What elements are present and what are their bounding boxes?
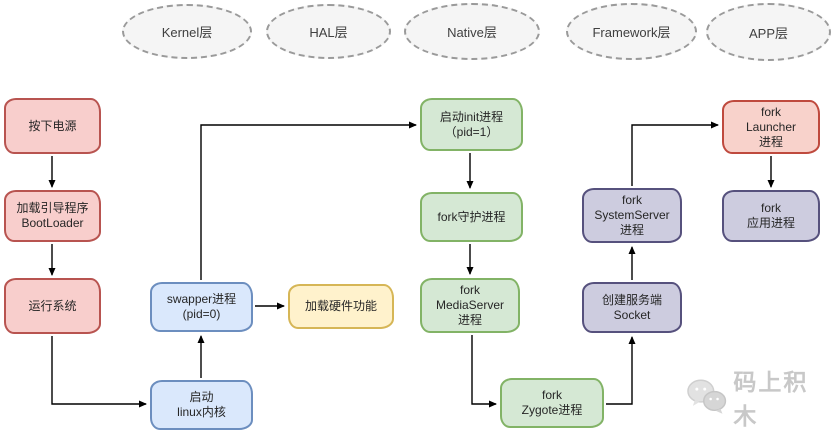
arrow-swapper-to-init <box>200 121 417 280</box>
node-fork-zygote-process: fork Zygote进程 <box>500 378 604 428</box>
node-fork-daemon-process: fork守护进程 <box>420 192 523 242</box>
node-start-linux-kernel: 启动 linux内核 <box>150 380 253 430</box>
arrow-mediaserver-to-zygote <box>471 335 497 408</box>
node-press-power: 按下电源 <box>4 98 101 154</box>
node-app-process: fork 应用进程 <box>722 190 820 242</box>
layer-ellipse-app: APP层 <box>706 3 831 61</box>
layer-ellipse-hal: HAL层 <box>266 4 391 59</box>
layer-ellipse-native: Native层 <box>404 3 540 60</box>
arrow-zygote-to-socket <box>606 336 636 405</box>
node-fork-systemserver-process: fork SystemServer 进程 <box>582 188 682 243</box>
node-bootloader: 加载引导程序 BootLoader <box>4 190 101 242</box>
node-swapper-process: swapper进程 (pid=0) <box>150 282 253 332</box>
watermark: 码上积木 <box>686 369 832 429</box>
arrow-runsystem-to-kernel <box>51 336 147 408</box>
node-run-system: 运行系统 <box>4 278 101 334</box>
node-fork-mediaserver-process: fork MediaServer 进程 <box>420 278 520 333</box>
layer-ellipse-kernel: Kernel层 <box>122 4 252 59</box>
layer-ellipse-framework: Framework层 <box>566 3 697 60</box>
node-start-init-process: 启动init进程 （pid=1） <box>420 98 523 151</box>
wechat-icon <box>687 379 727 414</box>
arrow-systemserver-to-launcher <box>631 121 719 186</box>
node-load-hardware: 加载硬件功能 <box>288 284 394 329</box>
node-create-server-socket: 创建服务端 Socket <box>582 282 682 333</box>
watermark-text: 码上积木 <box>733 369 809 429</box>
node-fork-launcher-process: fork Launcher 进程 <box>722 100 820 154</box>
